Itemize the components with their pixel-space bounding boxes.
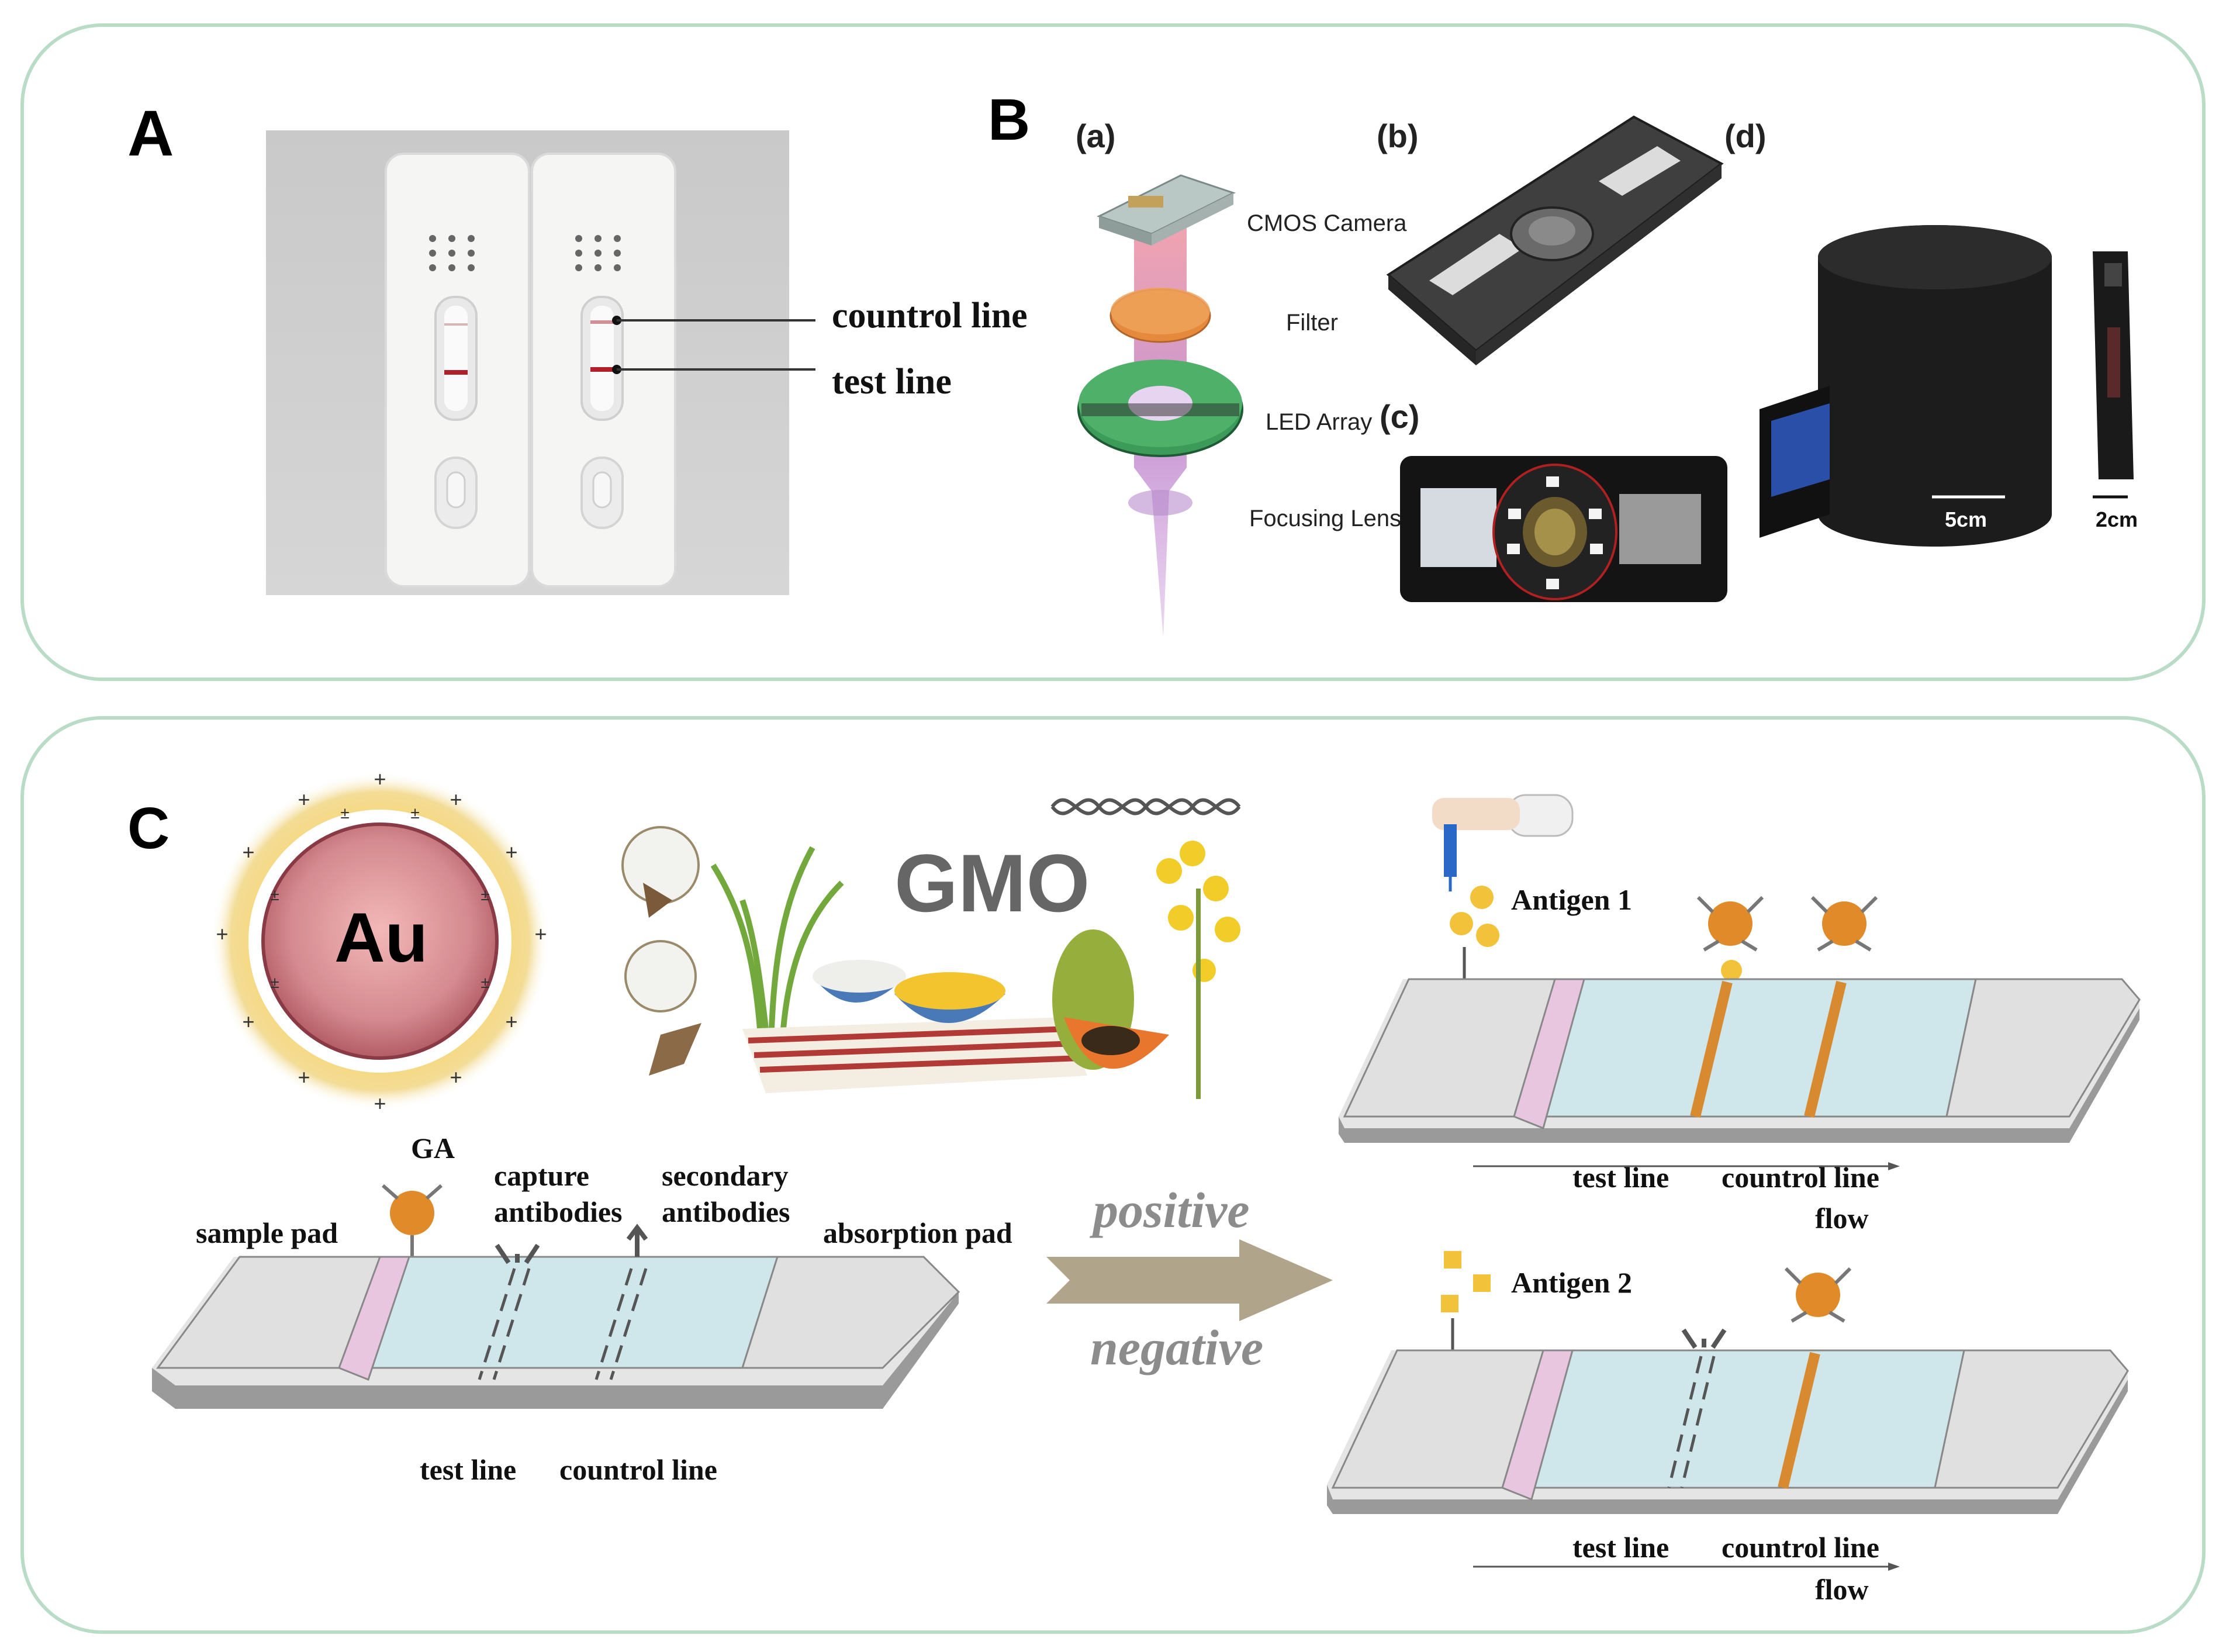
photo-control-line-label: countrol line (832, 296, 1028, 336)
pos-control-line-label: countrol line (1722, 1161, 1879, 1194)
svg-text:+: + (450, 1065, 462, 1089)
sub-c-label: (c) (1380, 398, 1420, 435)
pipette-icon (1432, 794, 1574, 891)
svg-text:+: + (298, 787, 310, 811)
filter-label: Filter (1286, 310, 1338, 336)
panel-c-letter: C (127, 796, 170, 861)
led-label: LED Array (1266, 409, 1373, 435)
gmo-crops-illustration (621, 798, 1241, 1099)
svg-text:±: ± (481, 886, 489, 904)
lens-label: Focusing Lens (1249, 506, 1402, 531)
scale-5cm: 5cm (1945, 507, 1988, 531)
panel-a-letter: A (127, 98, 174, 170)
secondary-antibodies-label: secondary antibodies (662, 1159, 790, 1228)
gold-nanoparticle: + + + + + + + + + + + + ± ± ± ± ± ± (210, 767, 549, 1115)
positive-label: positive (1093, 1182, 1250, 1238)
strip-photo-graphic (385, 153, 815, 587)
device-render (1760, 225, 2134, 547)
ga-label: GA (411, 1132, 455, 1164)
lateral-flow-strip-left (152, 1184, 960, 1409)
negative-label: negative (1090, 1319, 1264, 1375)
led-board-photo (1400, 456, 1727, 602)
cmos-label: CMOS Camera (1247, 210, 1407, 236)
svg-text:+: + (374, 1091, 386, 1115)
gmo-label: GMO (894, 837, 1090, 929)
svg-text:+: + (505, 840, 517, 864)
svg-text:+: + (242, 840, 254, 864)
sample-pad-label: sample pad (196, 1216, 338, 1249)
strip-photo (266, 130, 815, 595)
svg-text:+: + (298, 1065, 310, 1089)
capture-antibodies-label: capture antibodies (494, 1159, 623, 1228)
svg-text:±: ± (270, 973, 279, 991)
panel-b-letter: B (988, 87, 1031, 153)
svg-text:±: ± (270, 886, 279, 904)
sub-d-label: (d) (1724, 117, 1767, 154)
sub-b-label: (b) (1377, 117, 1419, 154)
svg-text:±: ± (340, 804, 349, 822)
negative-strip (1327, 1251, 2129, 1571)
au-label: Au (334, 898, 428, 977)
result-arrow (1046, 1239, 1333, 1321)
left-control-line-label: countrol line (559, 1453, 717, 1486)
svg-text:+: + (216, 922, 228, 946)
left-test-line-label: test line (420, 1453, 517, 1486)
optics-diagram (1077, 174, 1243, 637)
scale-2cm: 2cm (2096, 507, 2138, 531)
svg-text:±: ± (481, 973, 489, 991)
holder-render (1386, 115, 1724, 365)
photo-test-line-label: test line (832, 362, 952, 402)
neg-test-line-label: test line (1572, 1531, 1670, 1564)
svg-text:+: + (505, 1010, 517, 1034)
positive-strip (1339, 886, 2141, 1170)
svg-text:±: ± (410, 804, 419, 822)
antigen2-label: Antigen 2 (1511, 1266, 1632, 1299)
antigen1-label: Antigen 1 (1511, 883, 1632, 916)
absorption-pad-label: absorption pad (823, 1216, 1012, 1249)
svg-text:+: + (374, 767, 386, 791)
neg-control-line-label: countrol line (1722, 1531, 1879, 1564)
sub-a-label: (a) (1076, 117, 1116, 154)
neg-flow-label: flow (1815, 1573, 1869, 1606)
svg-text:+: + (450, 787, 462, 811)
pos-flow-label: flow (1815, 1202, 1869, 1235)
svg-text:+: + (534, 922, 547, 946)
svg-text:+: + (242, 1010, 254, 1034)
pos-test-line-label: test line (1572, 1161, 1670, 1194)
